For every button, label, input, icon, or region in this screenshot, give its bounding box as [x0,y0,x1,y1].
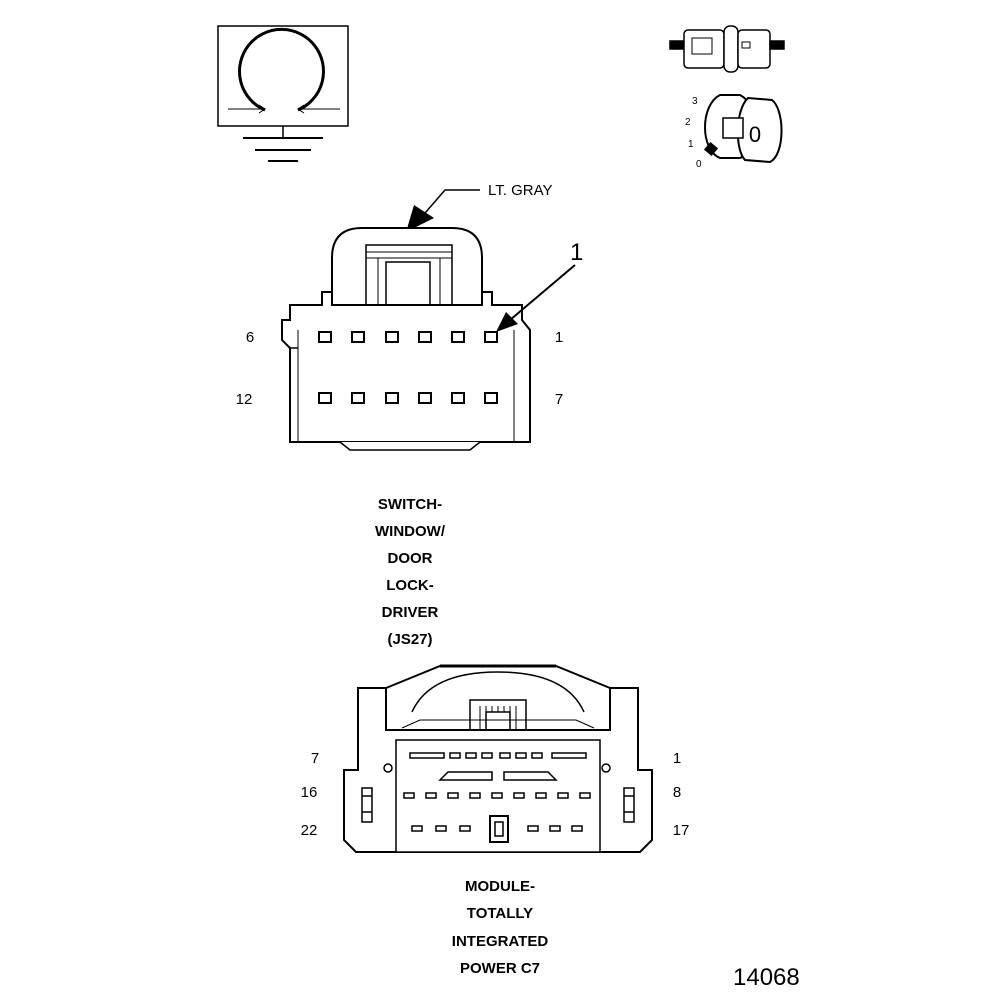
key-position-0: 0 [696,159,702,170]
c7-title-line-2: TOTALLY [467,905,533,922]
js27-pin-row-1 [318,331,498,343]
js27-title-line-6: (JS27) [387,631,432,648]
connector-tipm-c7: 7 1 16 8 22 17 MODULE- TOTALLY INTEGRATE… [301,664,690,977]
callout-number: 1 [570,239,583,266]
c7-pin-label-1: 1 [673,750,681,767]
js27-title-line-4: LOCK- [386,577,434,594]
c7-pin-label-16: 16 [301,784,318,801]
c7-pin-row-1 [409,752,587,759]
c7-title-line-1: MODULE- [465,878,535,895]
c7-pin-row-2 [403,792,591,799]
connector-js27: LT. GRAY [236,182,584,648]
js27-title-line-1: SWITCH- [378,496,442,513]
color-callout-arrowhead [406,205,434,232]
c7-power-terminal-left [438,771,493,781]
js27-pin-label-12: 12 [236,391,253,408]
ignition-key-icon: 0 3 2 1 0 [685,94,783,170]
color-callout-label: LT. GRAY [488,182,552,199]
key-position-2: 2 [685,117,691,128]
c7-pin-label-7: 7 [311,750,319,767]
c7-pin-label-8: 8 [673,784,681,801]
c7-pin-label-22: 22 [301,822,318,839]
js27-title-line-5: DRIVER [382,604,439,621]
js27-pin-label-7: 7 [555,391,563,408]
js27-pin-label-1: 1 [555,329,563,346]
ground-ring-symbol [217,25,349,162]
js27-pin-label-6: 6 [246,329,254,346]
js27-title-line-2: WINDOW/ [375,523,446,540]
c7-power-terminal-right [503,771,558,781]
js27-title-line-3: DOOR [388,550,433,567]
js27-body [281,291,531,443]
c7-pin-label-17: 17 [673,822,690,839]
js27-pin-row-2 [318,392,498,404]
figure-number: 14068 [733,964,800,991]
c7-title-line-4: POWER C7 [460,960,540,977]
callout-arrowhead [496,312,518,332]
c7-title: MODULE- TOTALLY INTEGRATED POWER C7 [452,878,549,977]
key-letter: 0 [749,122,761,147]
connector-legend-icon [669,25,785,73]
c7-pin-row-3 [411,825,583,832]
js27-title: SWITCH- WINDOW/ DOOR LOCK- DRIVER (JS27) [375,496,446,648]
key-position-1: 1 [688,139,694,150]
c7-title-line-3: INTEGRATED [452,933,549,950]
callout-leader-line [509,264,576,321]
c7-center-key [489,815,509,843]
key-position-3: 3 [692,96,698,107]
